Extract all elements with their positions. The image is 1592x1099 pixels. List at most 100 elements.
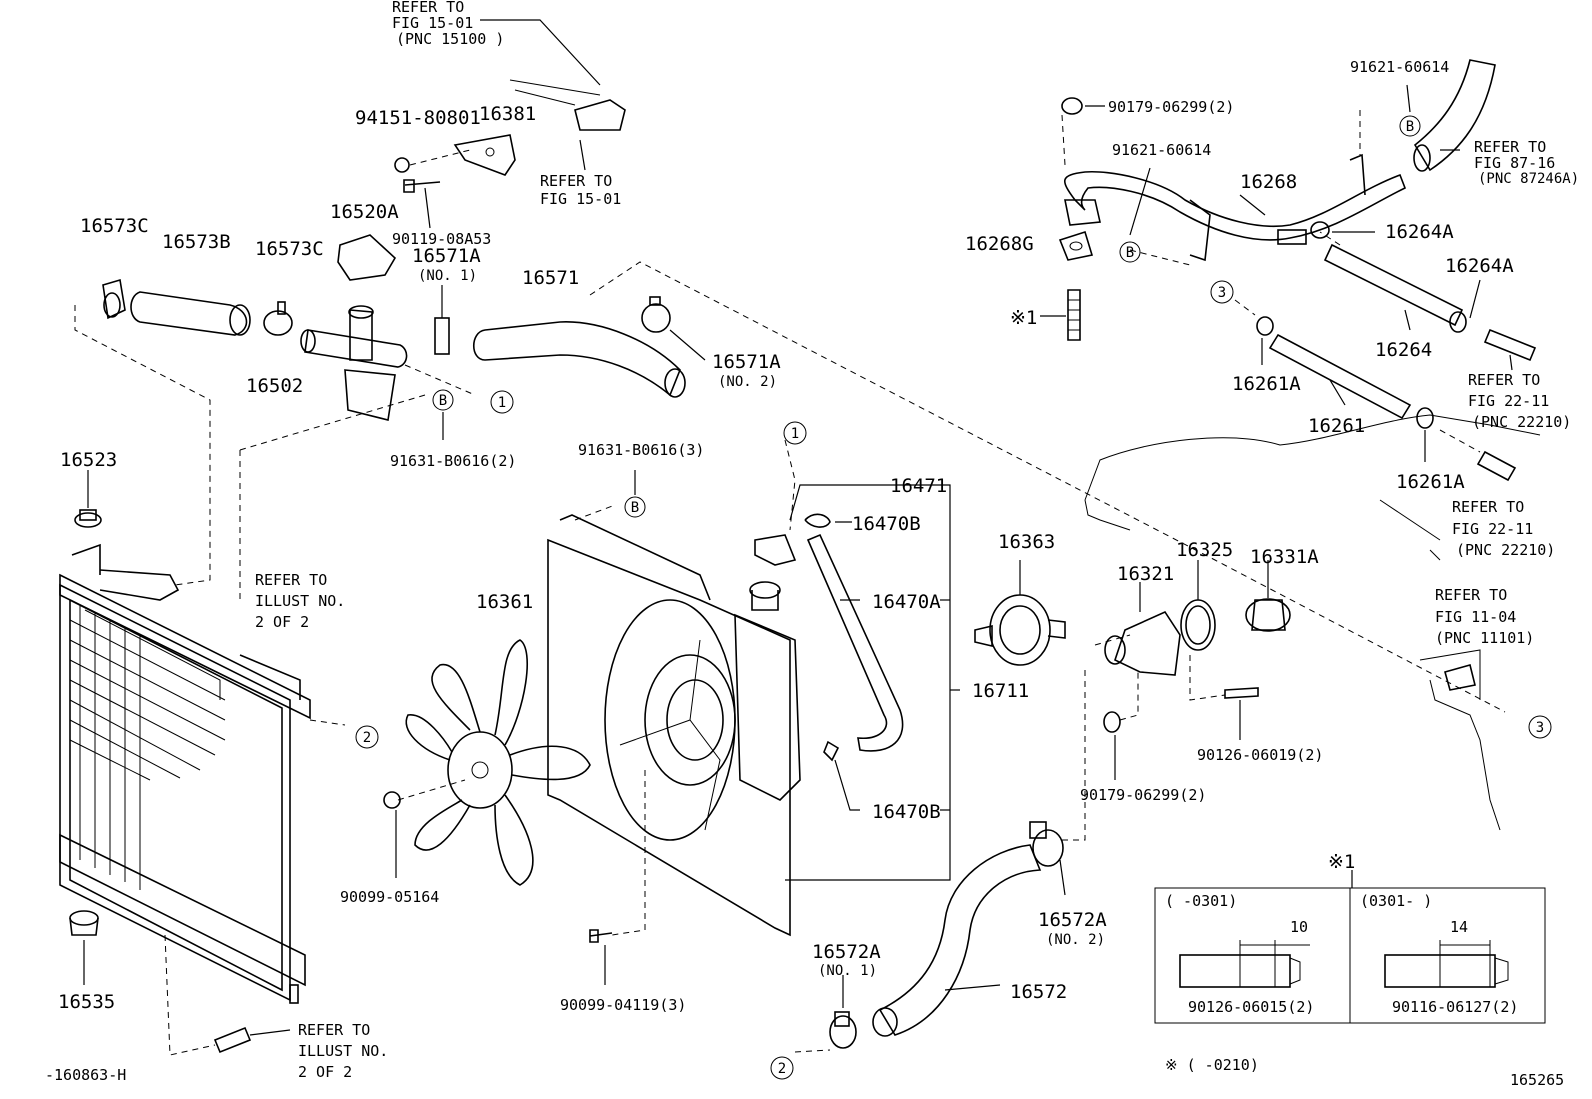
refer-87-3: (PNC 87246A)	[1478, 171, 1579, 187]
refer-top-3: (PNC 15100 )	[396, 30, 504, 48]
refer-11-3: (PNC 11101)	[1435, 629, 1534, 647]
inset-right-dim: 14	[1450, 918, 1468, 936]
label-90126-06019: 90126-06019(2)	[1197, 746, 1323, 764]
refer-bot-3: 2 OF 2	[298, 1063, 352, 1081]
svg-text:1: 1	[498, 395, 506, 411]
inset-left-dim: 10	[1290, 918, 1308, 936]
svg-text:B: B	[1406, 119, 1414, 135]
clamp-16261A-b	[1416, 407, 1434, 429]
gasket-16325	[1180, 599, 1216, 651]
label-16573C-b: 16573C	[255, 238, 324, 260]
refer-87-2: FIG 87-16	[1474, 154, 1555, 172]
label-16381: 16381	[479, 103, 536, 125]
radiator	[59, 543, 311, 1004]
pipe-22210-b	[1476, 450, 1517, 482]
hose-87246A	[1413, 59, 1496, 172]
label-91621-mid: 91621-60614	[1112, 141, 1211, 159]
reservoir	[734, 581, 801, 801]
inset-box	[1154, 870, 1546, 1024]
clamp-16572A-no1	[829, 1011, 857, 1049]
label-16572A-2n: (NO. 2)	[1046, 932, 1105, 948]
label-16261A-a: 16261A	[1232, 373, 1301, 395]
callout-3-top: 3	[1210, 280, 1234, 304]
label-16471: 16471	[890, 475, 947, 497]
stud-left	[1179, 940, 1310, 988]
label-16361: 16361	[476, 591, 533, 613]
stud-right	[1384, 940, 1509, 988]
grommet-16268G	[1058, 230, 1094, 261]
label-16572A-1: 16572A	[812, 941, 881, 963]
svg-text:3: 3	[1218, 285, 1226, 301]
clamp-16573C-right	[263, 301, 293, 336]
clamp-16261A-a	[1256, 316, 1274, 336]
label-16520A: 16520A	[330, 201, 399, 223]
inlet-16502	[300, 305, 408, 421]
refer-22b-3: (PNC 22210)	[1456, 541, 1555, 559]
clamp-16571A-no2	[641, 296, 671, 333]
label-90099-05164: 90099-05164	[340, 888, 439, 906]
hose-16573B	[130, 291, 251, 336]
refer-ill-3: 2 OF 2	[255, 613, 309, 631]
label-16711: 16711	[972, 680, 1029, 702]
label-16470B-b: 16470B	[872, 801, 941, 823]
label-16261A-b: 16261A	[1396, 471, 1465, 493]
callout-1-mid: 1	[783, 421, 807, 445]
label-16573C-a: 16573C	[80, 215, 149, 237]
bolt-90119	[403, 179, 441, 193]
refer-11-1: REFER TO	[1435, 586, 1507, 604]
svg-text:B: B	[631, 500, 639, 516]
stud-star1	[1067, 289, 1081, 341]
stud-90126-06019	[1224, 687, 1259, 699]
refer-bot-1: REFER TO	[298, 1021, 370, 1039]
label-90179-bottom: 90179-06299(2)	[1080, 786, 1206, 804]
clamp-16264A-b	[1449, 311, 1467, 333]
inset-title: ※1	[1328, 851, 1355, 873]
callout-b-1: B	[432, 389, 454, 411]
label-16535: 16535	[58, 991, 115, 1013]
clip-16470B-top	[804, 513, 831, 528]
refer-22a-3: (PNC 22210)	[1472, 413, 1571, 431]
inset-left-part: 90126-06015(2)	[1188, 998, 1314, 1016]
label-16502: 16502	[246, 375, 303, 397]
hose-16261	[1268, 333, 1412, 420]
label-16571A-2n: (NO. 2)	[718, 374, 777, 390]
clip-16470B-bottom	[823, 740, 840, 762]
callout-2-bottom: 2	[770, 1056, 794, 1080]
footnote: ※ ( -0210)	[1165, 1056, 1259, 1074]
svg-text:2: 2	[778, 1061, 786, 1077]
label-90099-04119: 90099-04119(3)	[560, 996, 686, 1014]
label-16572A-2: 16572A	[1038, 909, 1107, 931]
shroud	[547, 514, 791, 937]
refer-22b-2: FIG 22-11	[1452, 520, 1533, 538]
label-16571A-1n: (NO. 1)	[418, 268, 477, 284]
refer-ill-2: ILLUST NO.	[255, 592, 345, 610]
nut-90179-top	[1061, 97, 1083, 115]
label-16268G: 16268G	[965, 233, 1034, 255]
thermostat-housing-16321	[1104, 610, 1181, 676]
refer-22a-2: FIG 22-11	[1468, 392, 1549, 410]
hose-16572	[872, 844, 1042, 1037]
label-star1: ※1	[1010, 307, 1037, 329]
label-16571A-1: 16571A	[412, 245, 481, 267]
label-16572A-1n: (NO. 1)	[818, 963, 877, 979]
hose-16571	[472, 321, 686, 398]
pipe-22210-a	[1483, 328, 1537, 362]
label-160863: -160863-H	[45, 1066, 126, 1084]
refer-22a-1: REFER TO	[1468, 371, 1540, 389]
label-16261: 16261	[1308, 415, 1365, 437]
label-16523: 16523	[60, 449, 117, 471]
connector-top	[509, 79, 626, 131]
label-16571A-2: 16571A	[712, 351, 781, 373]
nut-90099-05164	[383, 791, 401, 809]
engine-outline	[1084, 414, 1541, 831]
figure-number: 165265	[1510, 1071, 1564, 1089]
labels: REFER TO FIG 15-01 (PNC 15100 ) 94151-80…	[45, 0, 1579, 1089]
callout-b-2: B	[624, 496, 646, 518]
drain-plug	[213, 1026, 252, 1054]
svg-text:3: 3	[1536, 720, 1544, 736]
refer-87-1: REFER TO	[1474, 138, 1546, 156]
callout-b-4: B	[1399, 115, 1421, 137]
clamp-16573C-left	[102, 278, 126, 320]
clamp-16571A-no1	[434, 317, 450, 355]
label-16470A: 16470A	[872, 591, 941, 613]
